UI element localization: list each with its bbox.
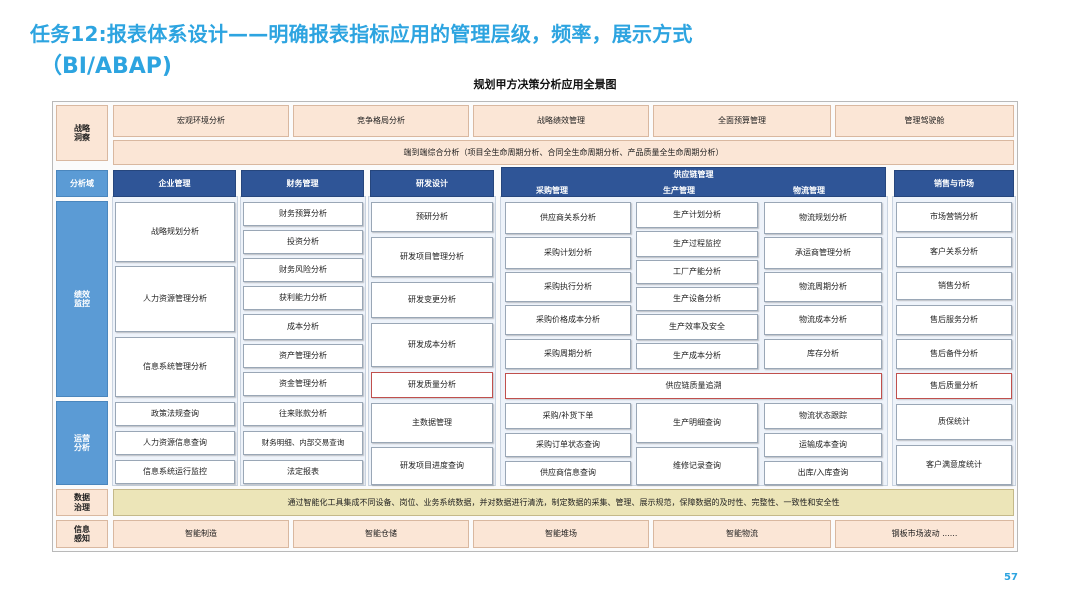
analysis-box: 工厂产能分析	[636, 260, 758, 284]
end-to-end-analysis-bar: 端到端综合分析（项目全生命周期分析、合同全生命周期分析、产品质量全生命周期分析）	[113, 140, 1014, 165]
logistics-header: 物流管理	[793, 186, 825, 195]
query-box: 信息系统运行监控	[115, 460, 235, 484]
page-number: 57	[1004, 572, 1018, 583]
production-header: 生产管理	[663, 186, 695, 195]
strategy-item: 战略绩效管理	[473, 105, 649, 137]
row-label-governance: 数据 治理	[56, 489, 108, 516]
analysis-box: 资金管理分析	[243, 372, 363, 396]
query-box: 法定报表	[243, 460, 363, 484]
diagram-title: 规划甲方决策分析应用全景图	[473, 78, 617, 91]
analysis-box: 生产计划分析	[636, 202, 758, 228]
domain-header-finance: 财务管理	[241, 170, 364, 197]
domain-header-rd: 研发设计	[370, 170, 494, 197]
domain-header-enterprise: 企业管理	[113, 170, 236, 197]
strategy-item: 全面预算管理	[653, 105, 831, 137]
query-box: 政策法规查询	[115, 402, 235, 426]
analysis-box: 财务风险分析	[243, 258, 363, 282]
analysis-box: 研发成本分析	[371, 323, 493, 367]
row-label-domain: 分析域	[56, 170, 108, 197]
supply-chain-label: 供应链管理	[673, 170, 714, 179]
row-label-operations: 运营 分析	[56, 401, 108, 485]
sensing-item: 智能仓储	[293, 520, 469, 548]
analysis-box: 物流规划分析	[764, 202, 882, 234]
analysis-box: 投资分析	[243, 230, 363, 254]
row-label-sensing: 信息 感知	[56, 520, 108, 548]
analysis-box: 研发项目管理分析	[371, 237, 493, 277]
page-subtitle: （BI/ABAP)	[40, 54, 172, 79]
analysis-box: 人力资源管理分析	[115, 266, 235, 332]
procurement-header: 采购管理	[536, 186, 568, 195]
after-sales-quality-analysis-box: 售后质量分析	[896, 373, 1012, 399]
sensing-item: 智能物流	[653, 520, 831, 548]
page-title: 任务12:报表体系设计——明确报表指标应用的管理层级，频率，展示方式	[30, 22, 693, 46]
strategy-item: 竞争格局分析	[293, 105, 469, 137]
analysis-box: 生产效率及安全	[636, 314, 758, 340]
row-label-strategy: 战略 洞察	[56, 105, 108, 161]
domain-header-sales: 销售与市场	[894, 170, 1014, 197]
analysis-box: 客户关系分析	[896, 237, 1012, 267]
analysis-box: 生产过程监控	[636, 231, 758, 257]
analysis-box: 市场营销分析	[896, 202, 1012, 232]
analysis-box: 采购价格成本分析	[505, 305, 631, 335]
strategy-item: 管理驾驶舱	[835, 105, 1014, 137]
query-box: 出库/入库查询	[764, 461, 882, 485]
analysis-box: 销售分析	[896, 272, 1012, 300]
analysis-box: 承运商管理分析	[764, 237, 882, 269]
query-box: 人力资源信息查询	[115, 431, 235, 455]
analysis-box: 生产成本分析	[636, 343, 758, 369]
analysis-box: 资产管理分析	[243, 344, 363, 368]
analysis-box: 采购周期分析	[505, 339, 631, 369]
query-box: 财务明细、内部交易查询	[243, 431, 363, 455]
analysis-box: 预研分析	[371, 202, 493, 232]
query-box: 研发项目进度查询	[371, 447, 493, 485]
analysis-box: 售后服务分析	[896, 305, 1012, 335]
analysis-box: 研发变更分析	[371, 282, 493, 318]
analysis-box: 售后备件分析	[896, 339, 1012, 369]
sensing-item: 钢板市场波动 ......	[835, 520, 1014, 548]
analysis-box: 物流成本分析	[764, 305, 882, 335]
query-box: 主数据管理	[371, 403, 493, 443]
analysis-box: 财务预算分析	[243, 202, 363, 226]
analysis-box: 信息系统管理分析	[115, 337, 235, 397]
data-governance-bar: 通过智能化工具集成不同设备、岗位、业务系统数据，并对数据进行清洗，制定数据的采集…	[113, 489, 1014, 516]
query-box: 客户满意度统计	[896, 445, 1012, 485]
analysis-box: 供应商关系分析	[505, 202, 631, 234]
domain-header-supply-chain: 供应链管理	[501, 167, 886, 197]
supply-chain-quality-trace-box: 供应链质量追溯	[505, 373, 882, 399]
query-box: 维修记录查询	[636, 447, 758, 485]
sensing-item: 智能堆场	[473, 520, 649, 548]
rd-quality-analysis-box: 研发质量分析	[371, 372, 493, 398]
query-box: 运输成本查询	[764, 433, 882, 457]
sensing-item: 智能制造	[113, 520, 289, 548]
analysis-box: 获利能力分析	[243, 286, 363, 310]
query-box: 物流状态跟踪	[764, 403, 882, 429]
query-box: 质保统计	[896, 404, 1012, 440]
analysis-box: 物流周期分析	[764, 272, 882, 302]
analysis-box: 生产设备分析	[636, 287, 758, 311]
analysis-box: 采购计划分析	[505, 237, 631, 269]
analysis-box: 采购执行分析	[505, 272, 631, 302]
analysis-box: 成本分析	[243, 314, 363, 340]
query-box: 供应商信息查询	[505, 461, 631, 485]
query-box: 往来账款分析	[243, 402, 363, 426]
strategy-item: 宏观环境分析	[113, 105, 289, 137]
row-label-performance: 绩效 监控	[56, 201, 108, 397]
query-box: 采购/补货下单	[505, 403, 631, 429]
query-box: 采购订单状态查询	[505, 433, 631, 457]
query-box: 生产明细查询	[636, 403, 758, 443]
analysis-box: 战略规划分析	[115, 202, 235, 262]
analysis-box: 库存分析	[764, 339, 882, 369]
